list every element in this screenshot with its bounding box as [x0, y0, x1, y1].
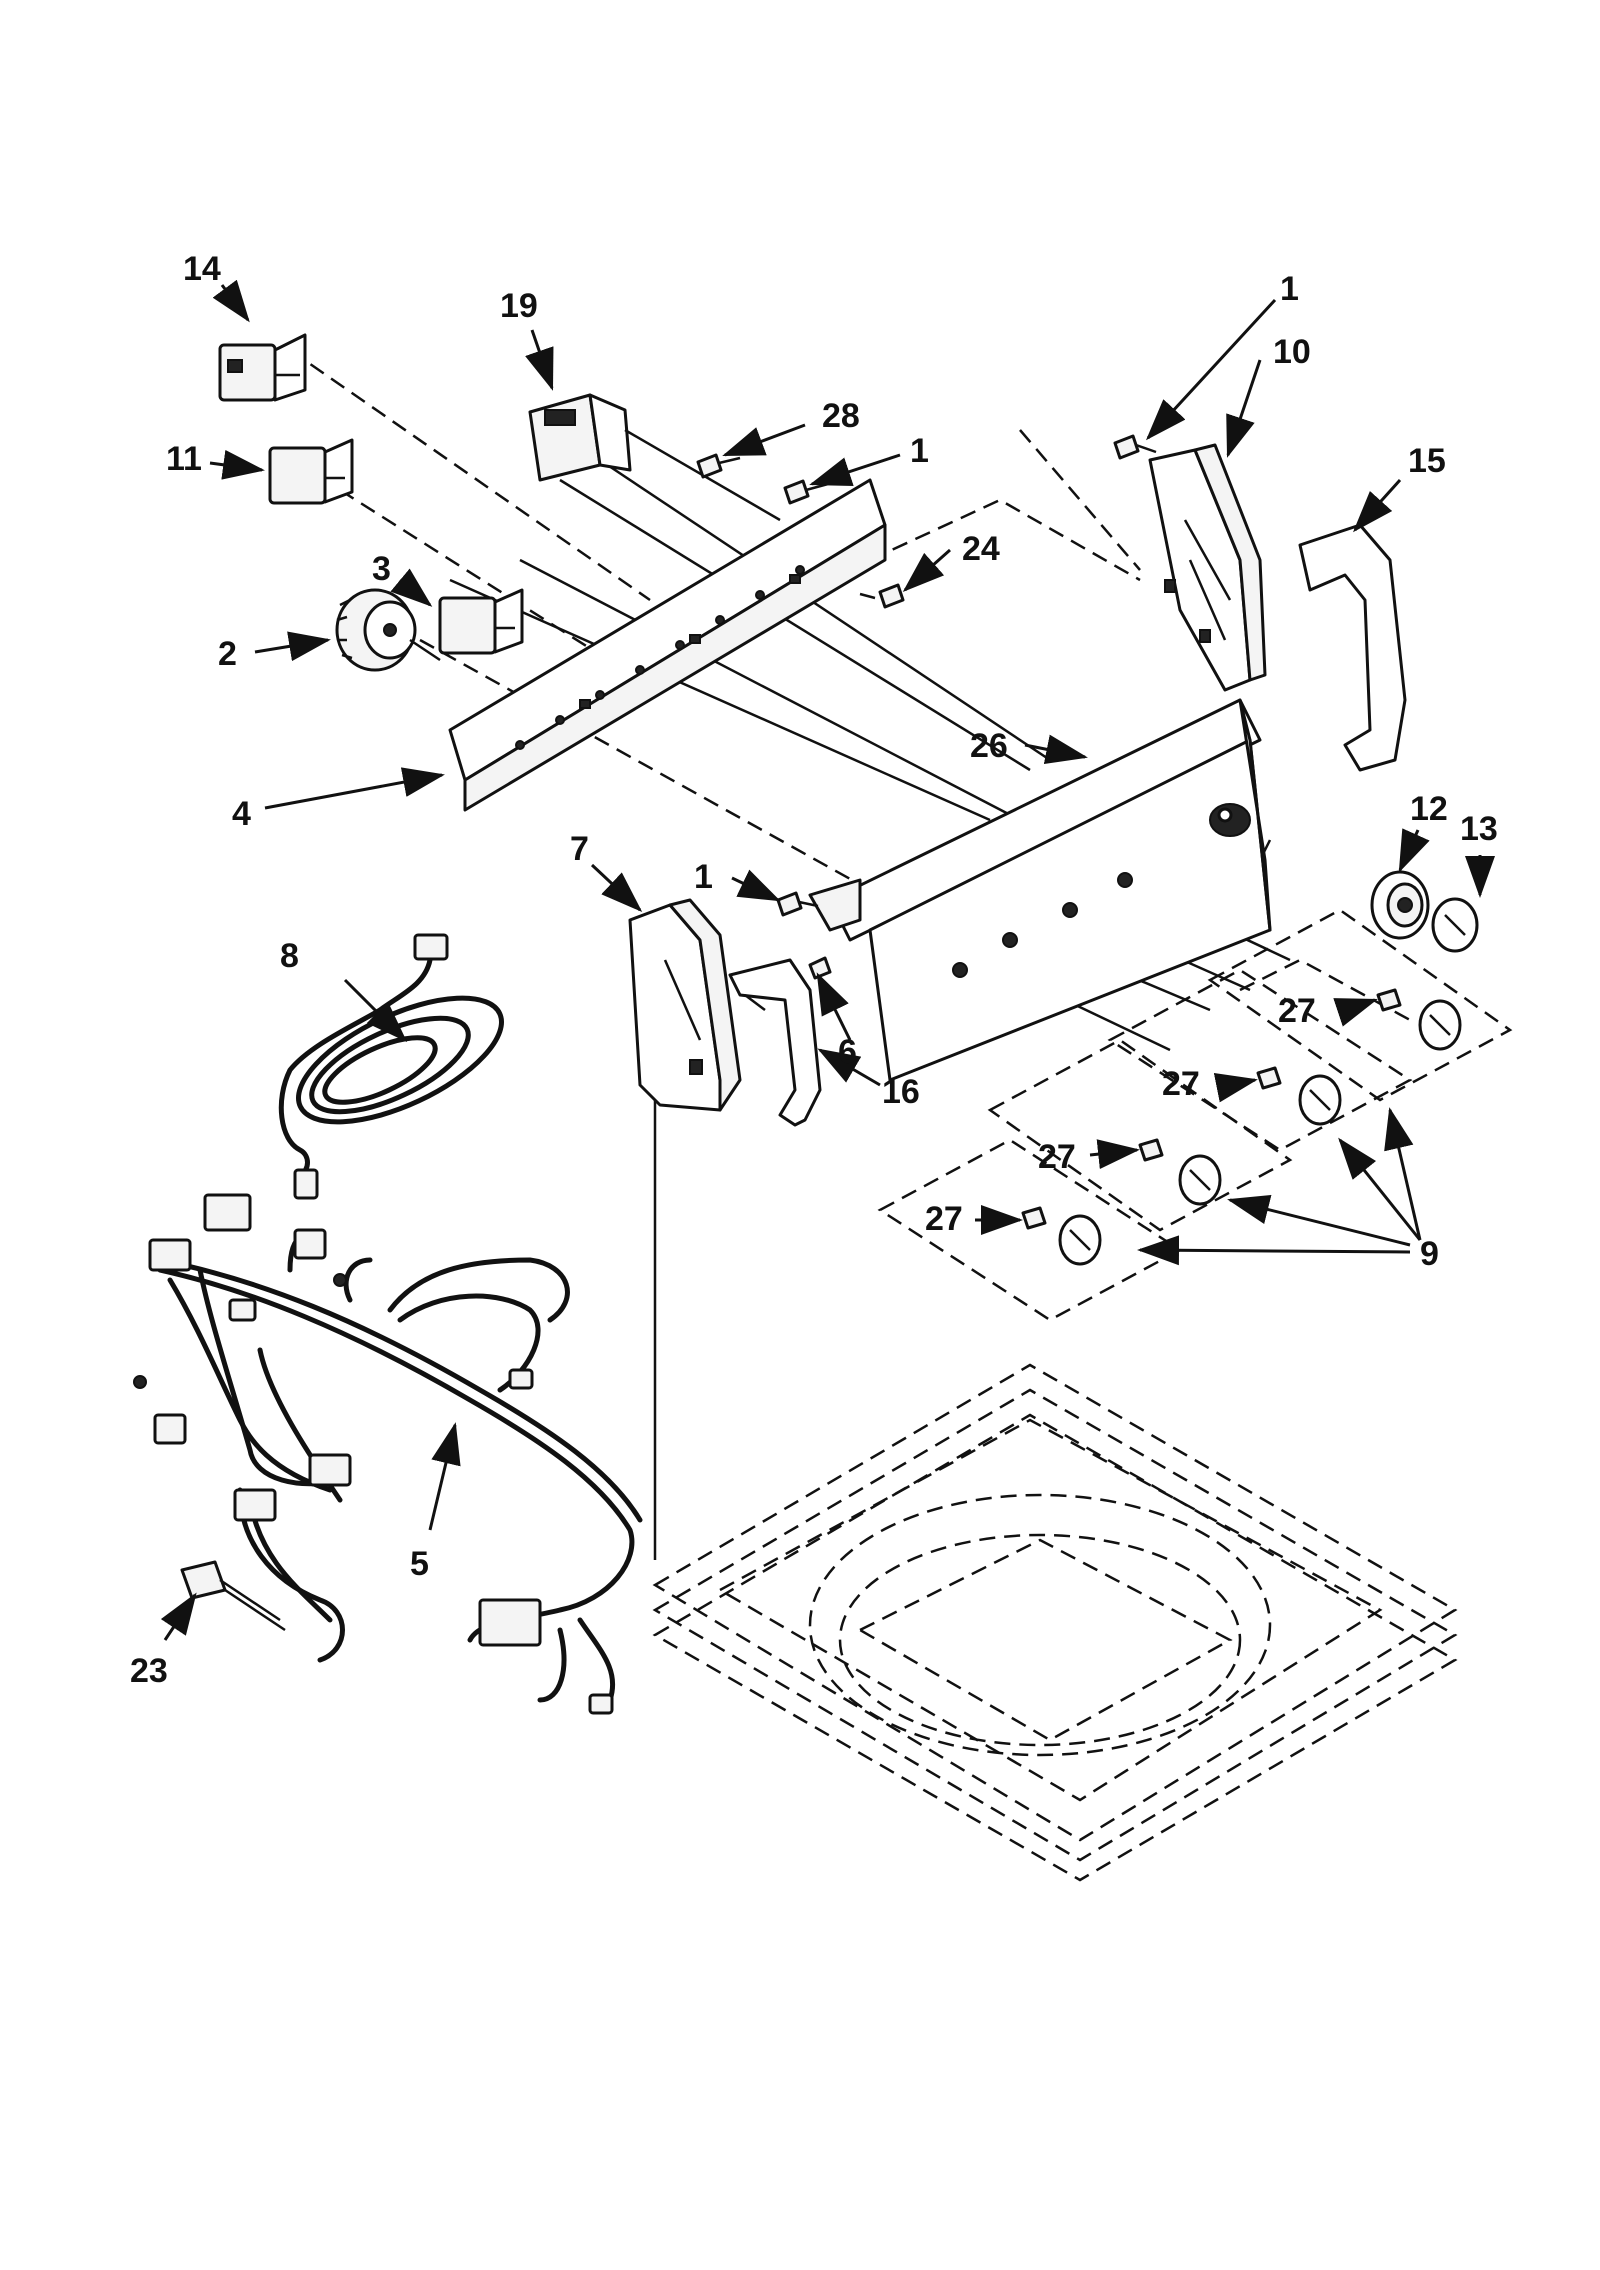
callout-14: 14: [183, 250, 221, 288]
knob-27-b: [1256, 1066, 1342, 1126]
callout-1-endcap: 1: [694, 858, 713, 896]
switch-14: [218, 333, 307, 402]
callout-12: 12: [1410, 790, 1448, 828]
endcap-7: [628, 898, 742, 1112]
callout-11: 11: [166, 440, 202, 478]
callout-28: 28: [822, 397, 860, 435]
callout-8: 8: [280, 937, 299, 975]
switch-19: [528, 393, 781, 522]
callout-4: 4: [232, 795, 251, 833]
callout-19: 19: [500, 287, 538, 325]
washer-top-outline: [652, 1363, 1458, 1882]
switch-11: [268, 438, 354, 505]
callout-23: 23: [130, 1652, 168, 1690]
console-bracket: [448, 478, 887, 812]
callout-9: 9: [1420, 1235, 1439, 1273]
trim-15: [1298, 523, 1407, 772]
screw-1-endcap: [776, 891, 819, 917]
callout-24: 24: [962, 530, 1000, 568]
screw-1-console: [783, 479, 829, 505]
switch-3: [438, 588, 524, 655]
knob-27-d: [1021, 1206, 1102, 1266]
callout-10: 10: [1273, 333, 1311, 371]
screw-1-top-right: [1113, 434, 1157, 460]
wire-harness-5: [133, 1193, 643, 1715]
endcap-10: [1148, 443, 1267, 692]
callout-1-console: 1: [910, 432, 929, 470]
sensor-23: [180, 1560, 286, 1632]
knob-27-c: [1138, 1138, 1222, 1206]
knob-13: [1431, 897, 1479, 953]
callout-27-d: 27: [925, 1200, 963, 1238]
knob-27-a: [1376, 988, 1462, 1051]
callout-13: 13: [1460, 810, 1498, 848]
callout-7: 7: [570, 830, 589, 868]
callout-1-top-right: 1: [1280, 270, 1299, 308]
callout-labels: 14 19 1 10 28 1 15 11 24 3 2 26 4 12 13 …: [130, 250, 1498, 1690]
callout-15: 15: [1408, 442, 1446, 480]
timer-2: [335, 588, 441, 672]
power-cord-8: [278, 933, 504, 1200]
control-panel: [808, 698, 1272, 1082]
callout-27-a: 27: [1278, 992, 1316, 1030]
screw-24: [859, 583, 905, 609]
callout-26: 26: [970, 727, 1008, 765]
screw-28: [696, 453, 741, 479]
callout-16: 16: [882, 1073, 920, 1111]
callout-arrows: [160, 279, 1495, 1641]
trim-16: [728, 958, 822, 1127]
callout-3: 3: [372, 550, 391, 588]
callout-6: 6: [838, 1033, 857, 1071]
callout-5: 5: [410, 1545, 429, 1583]
knob-bezel-12: [1370, 870, 1430, 940]
screw-6: [808, 956, 832, 980]
callout-27-c: 27: [1038, 1138, 1076, 1176]
callout-27-b: 27: [1162, 1065, 1200, 1103]
callout-2: 2: [218, 635, 237, 673]
